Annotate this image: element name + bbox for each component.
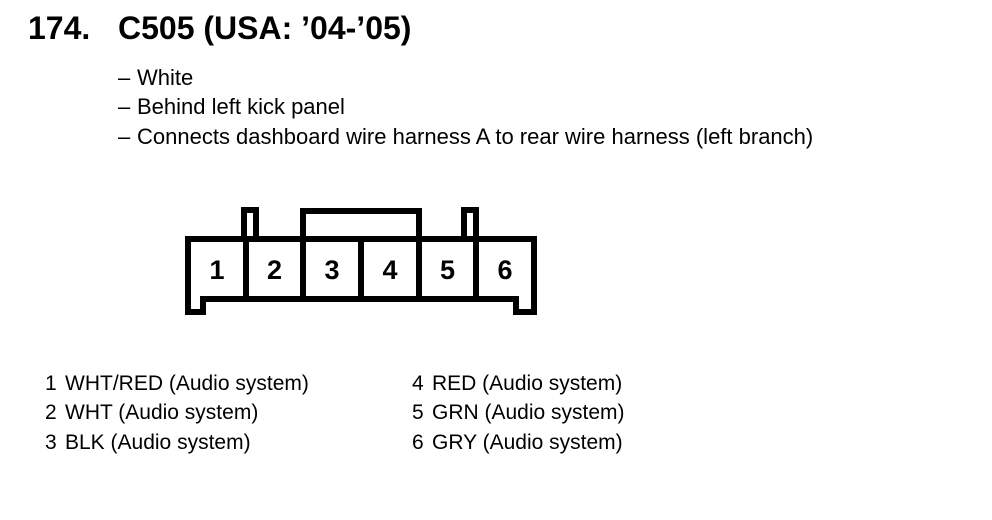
pin-number: 1 xyxy=(209,255,224,285)
legend-pin-number: 5 xyxy=(412,401,424,425)
legend-pin-number: 1 xyxy=(45,372,57,395)
legend-pin-number: 2 xyxy=(45,401,57,425)
legend-wire-label: BLK (Audio system) xyxy=(65,430,251,454)
legend-wire-label: RED (Audio system) xyxy=(432,372,623,395)
item-number: 174. xyxy=(28,10,91,46)
notes-list: – White – Behind left kick panel – Conne… xyxy=(118,63,813,151)
bullet-dash: – xyxy=(118,65,131,90)
legend-column-left: 1 WHT/RED (Audio system) 2 WHT (Audio sy… xyxy=(45,369,309,457)
pin-number: 2 xyxy=(267,255,282,285)
pin-number: 3 xyxy=(324,255,339,285)
legend-pin-number: 3 xyxy=(45,430,57,454)
legend-row: 1 WHT/RED (Audio system) xyxy=(45,369,309,398)
legend-wire-label: WHT/RED (Audio system) xyxy=(65,372,309,395)
note-text: Connects dashboard wire harness A to rea… xyxy=(137,123,814,149)
note-item: – Behind left kick panel xyxy=(118,92,813,121)
connector-name: C505 (USA: ’04-’05) xyxy=(118,10,412,46)
note-item: – White xyxy=(118,63,813,92)
legend-column-right: 4 RED (Audio system) 5 GRN (Audio system… xyxy=(412,369,625,457)
pin-number: 5 xyxy=(440,255,455,285)
connector-latch-center xyxy=(300,208,422,242)
legend-wire-label: GRY (Audio system) xyxy=(432,430,623,454)
connector-latch-left xyxy=(241,207,259,242)
page-title: 174. C505 (USA: ’04-’05) xyxy=(28,11,411,45)
legend-pin-number: 6 xyxy=(412,430,424,454)
note-text: Behind left kick panel xyxy=(137,94,345,120)
legend-wire-label: WHT (Audio system) xyxy=(65,401,259,425)
bullet-dash: – xyxy=(118,123,131,149)
legend-row: 3 BLK (Audio system) xyxy=(45,428,309,457)
legend-row: 5 GRN (Audio system) xyxy=(412,398,625,427)
note-text: White xyxy=(137,65,194,90)
legend-wire-label: GRN (Audio system) xyxy=(432,401,625,425)
connector-latch-right xyxy=(461,207,479,242)
pin-number: 4 xyxy=(382,255,397,285)
legend-row: 2 WHT (Audio system) xyxy=(45,398,309,427)
legend-row: 6 GRY (Audio system) xyxy=(412,428,625,457)
legend-pin-number: 4 xyxy=(412,372,424,395)
note-item: – Connects dashboard wire harness A to r… xyxy=(118,122,813,151)
bullet-dash: – xyxy=(118,94,131,120)
legend-row: 4 RED (Audio system) xyxy=(412,369,625,398)
connector-diagram: 1 2 3 4 5 6 xyxy=(180,198,544,322)
pin-number: 6 xyxy=(497,255,512,285)
